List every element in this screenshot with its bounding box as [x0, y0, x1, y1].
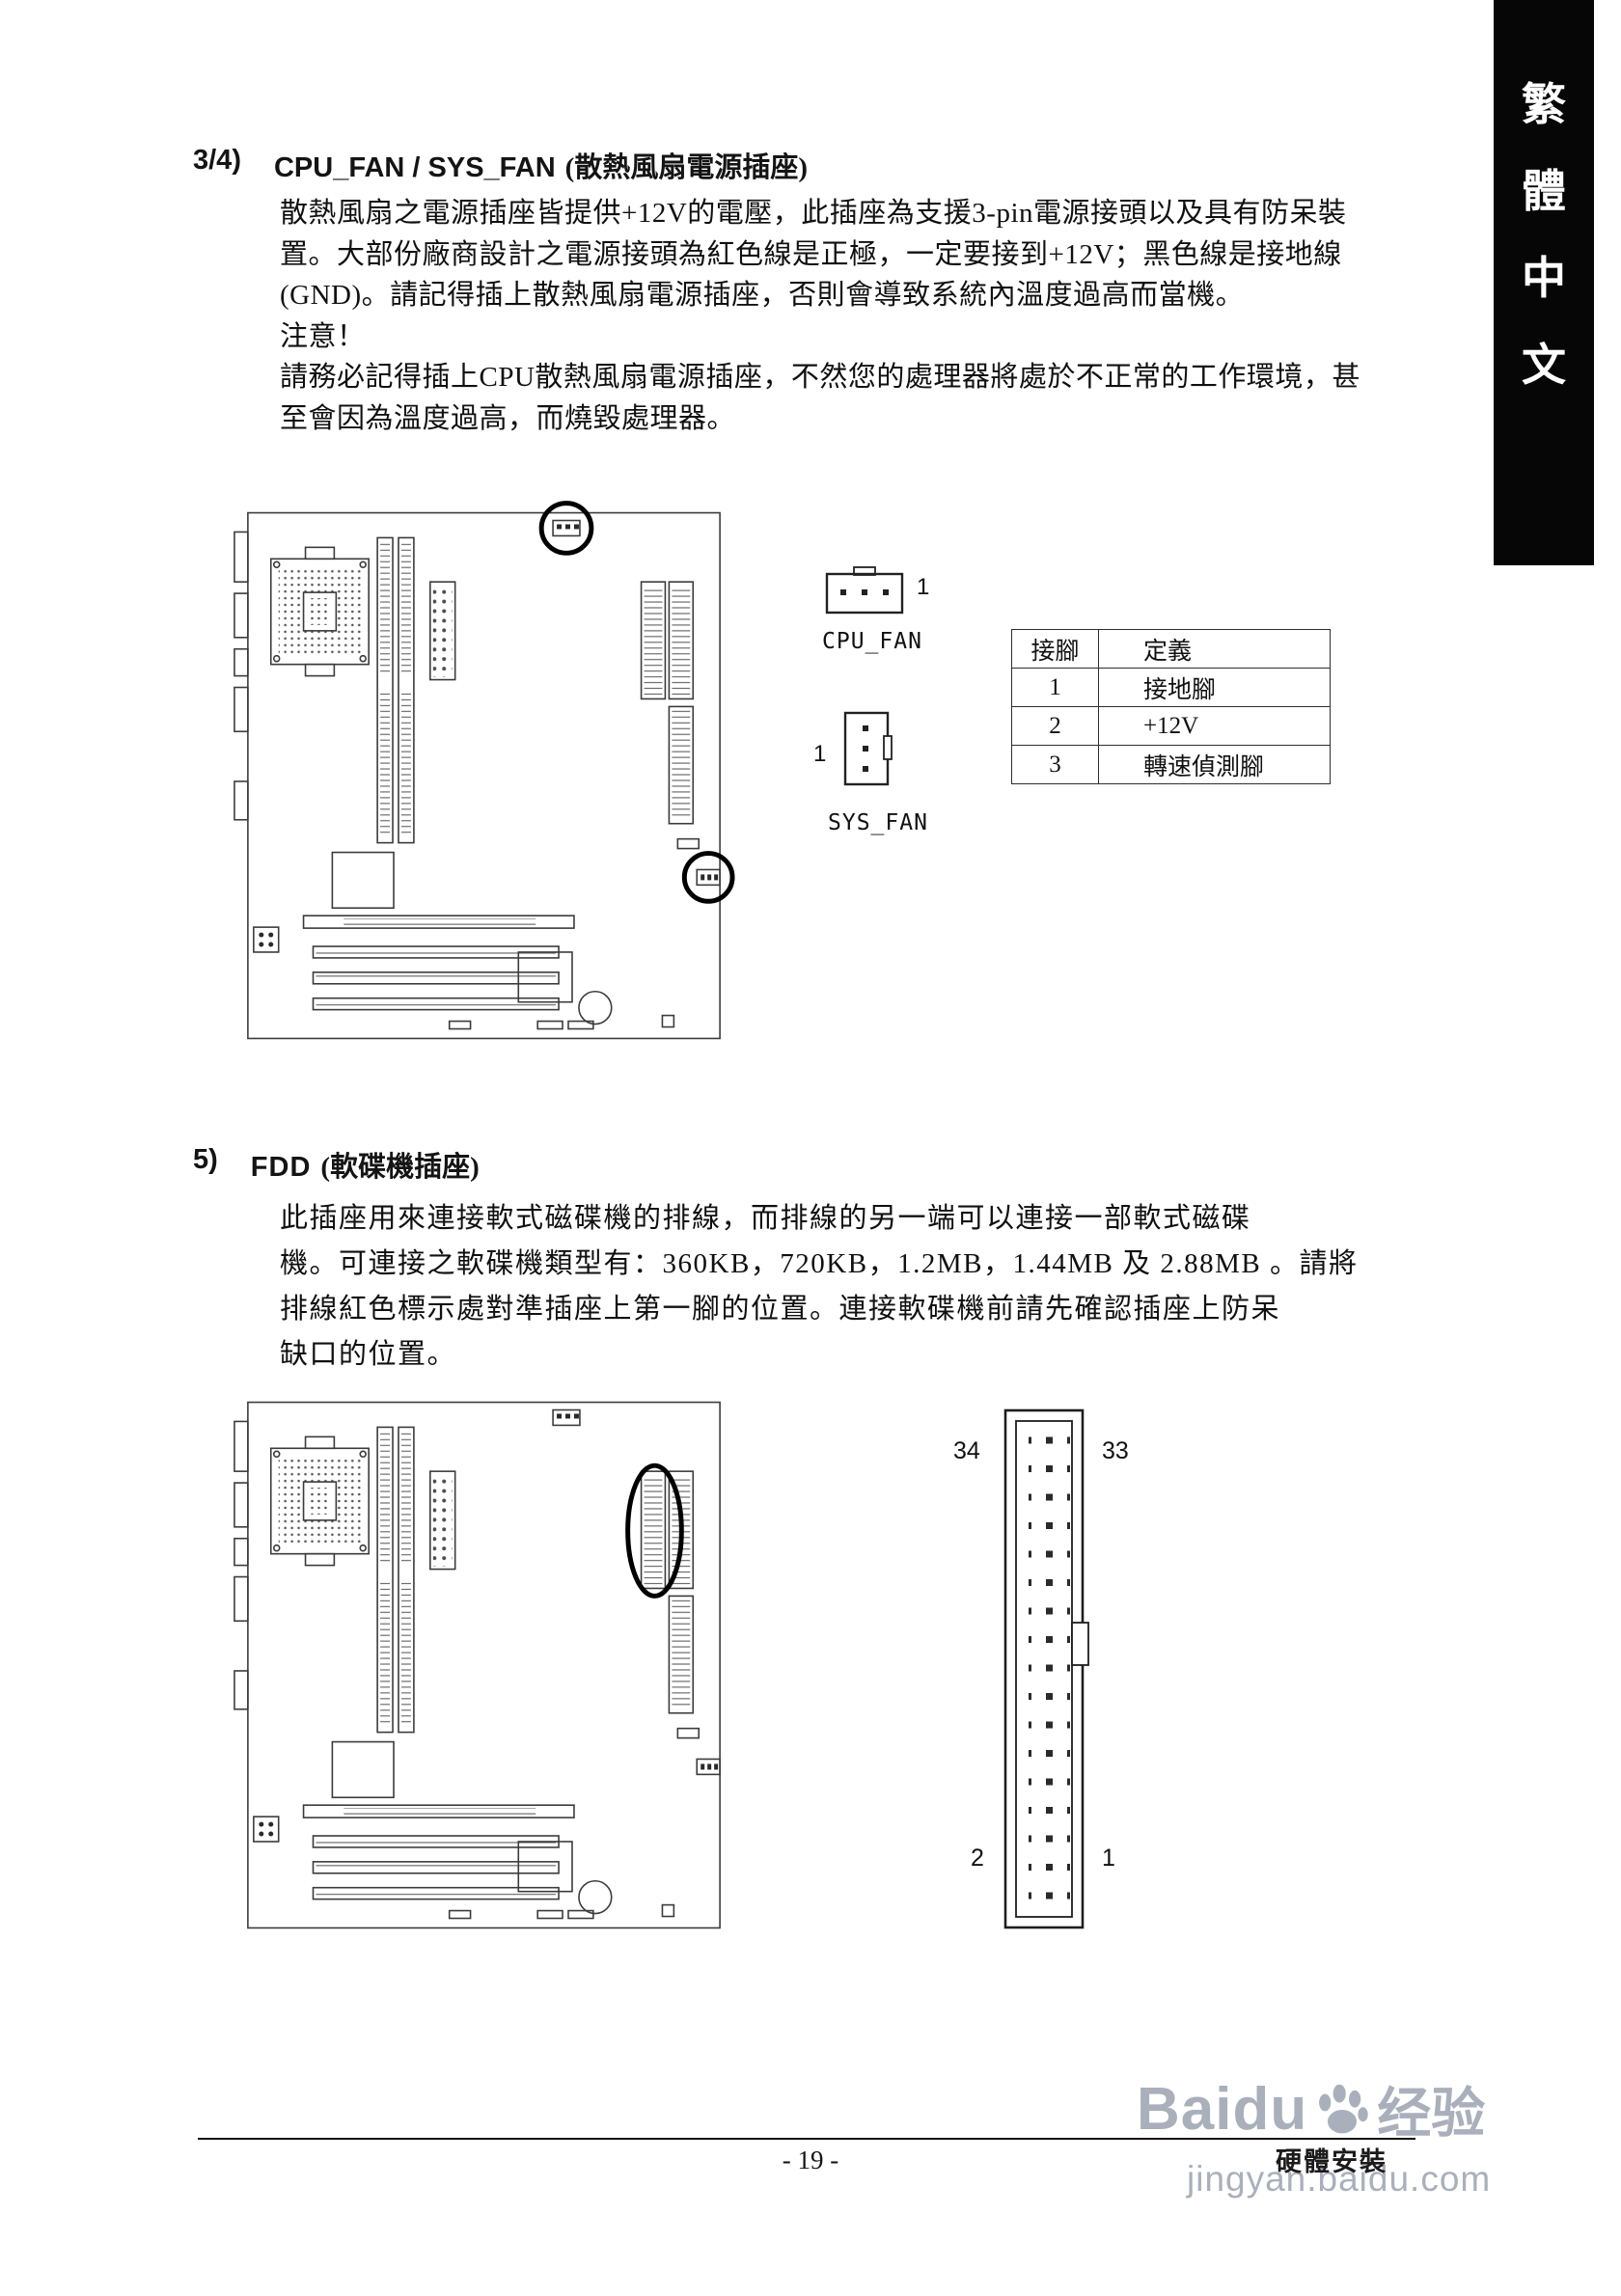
body-line: 請務必記得插上CPU散熱風扇電源插座，不然您的處理器將處於不正常的工作環境，甚 [280, 362, 1360, 393]
definition-column-header: 定義 [1098, 629, 1331, 669]
section-number: 3/4) [193, 145, 241, 176]
pin-cell: 2 [1011, 706, 1099, 746]
watermark-jingyan-text: 经验 [1377, 2083, 1486, 2144]
sys-fan-connector-figure [838, 710, 893, 787]
sys-fan-label: SYS_FAN [828, 810, 928, 835]
fdd-pin34-label: 34 [953, 1437, 980, 1464]
pin-cell: 3 [1011, 745, 1099, 784]
table-row: 2 +12V [1011, 706, 1331, 746]
section-heading-fan: 3/4) CPU_FAN / SYS_FAN (散熱風扇電源插座) [193, 145, 808, 185]
language-sidebar: 繁 體 中 文 [1494, 0, 1594, 565]
cpu-fan-pin1-label: 1 [917, 574, 930, 600]
motherboard-diagram-fdd [229, 1389, 737, 1944]
pin-cell: 1 [1011, 668, 1099, 707]
sys-fan-pin1-label: 1 [813, 741, 827, 767]
body-line: 缺口的位置。 [280, 1339, 457, 1370]
page-number: - 19 - [782, 2146, 839, 2174]
body-line: 機。可連接之軟碟機類型有：360KB，720KB，1.2MB，1.44MB 及 … [280, 1248, 1359, 1279]
section-title-zh: (軟碟機插座) [320, 1152, 480, 1183]
section-title-zh: (散熱風扇電源插座) [564, 152, 808, 183]
footer-rule [198, 2138, 1415, 2140]
watermark-url: jingyan.baidu.com [1187, 2159, 1492, 2199]
fdd-pin33-label: 33 [1102, 1437, 1129, 1464]
body-line: 至會因為溫度過高，而燒毀處理器。 [280, 402, 736, 434]
sidebar-char: 體 [1522, 167, 1566, 216]
definition-cell: 轉速偵測腳 [1098, 745, 1331, 784]
body-line: 置。大部份廠商設計之電源接頭為紅色線是正極，一定要接到+12V；黑色線是接地線 [280, 238, 1342, 270]
cpu-fan-connector-figure [825, 564, 906, 616]
cpu-fan-highlight-circle [538, 501, 594, 556]
cpu-fan-label: CPU_FAN [822, 629, 922, 654]
body-line: 排線紅色標示處對準插座上第一腳的位置。連接軟碟機前請先確認插座上防呆 [280, 1294, 1281, 1325]
watermark-brand: Baidu 经验 [1137, 2070, 1485, 2148]
body-line-note: 注意！ [280, 320, 366, 352]
sidebar-char: 文 [1522, 341, 1566, 390]
fdd-highlight-ellipse [625, 1462, 684, 1599]
body-line: 此插座用來連接軟式磁碟機的排線，而排線的另一端可以連接一部軟式磁碟 [280, 1203, 1251, 1234]
fdd-pin1-label: 1 [1102, 1845, 1115, 1872]
paw-icon [1319, 2084, 1368, 2133]
section-title: FDD (軟碟機插座) [251, 1144, 480, 1185]
fdd-connector-figure [1003, 1408, 1092, 1929]
fdd-body-text: 此插座用來連接軟式磁碟機的排線，而排線的另一端可以連接一部軟式磁碟 機。可連接之… [280, 1196, 1358, 1378]
fan-pin-table: 接腳 定義 1 接地腳 2 +12V 3 轉速偵測腳 [1011, 629, 1331, 784]
table-header-row: 接腳 定義 [1011, 629, 1331, 669]
body-line: (GND)。請記得插上散熱風扇電源插座，否則會導致系統內溫度過高而當機。 [280, 280, 1245, 311]
table-row: 3 轉速偵測腳 [1011, 745, 1331, 784]
definition-cell: 接地腳 [1098, 668, 1331, 707]
pin-column-header: 接腳 [1011, 629, 1099, 669]
section-title: CPU_FAN / SYS_FAN (散熱風扇電源插座) [274, 145, 808, 185]
table-row: 1 接地腳 [1011, 668, 1331, 707]
section-number: 5) [193, 1144, 218, 1175]
sys-fan-highlight-circle [681, 851, 735, 904]
footer-section-label: 硬體安裝 [1276, 2147, 1387, 2176]
section-title-latin: CPU_FAN / SYS_FAN [273, 152, 556, 183]
motherboard-diagram-fan [229, 500, 737, 1054]
fdd-pin2-label: 2 [971, 1845, 984, 1872]
definition-cell: +12V [1098, 706, 1331, 746]
watermark-baidu-text: Baidu [1137, 2076, 1308, 2143]
section-title-latin: FDD [250, 1152, 312, 1183]
fdd-key-notch [1071, 1622, 1089, 1666]
sidebar-char: 中 [1522, 254, 1566, 303]
sidebar-char: 繁 [1522, 80, 1566, 129]
body-line: 散熱風扇之電源插座皆提供+12V的電壓，此插座為支援3-pin電源接頭以及具有防… [280, 198, 1347, 229]
section-heading-fdd: 5) FDD (軟碟機插座) [193, 1144, 480, 1185]
fan-body-text: 散熱風扇之電源插座皆提供+12V的電壓，此插座為支援3-pin電源接頭以及具有防… [280, 193, 1360, 439]
